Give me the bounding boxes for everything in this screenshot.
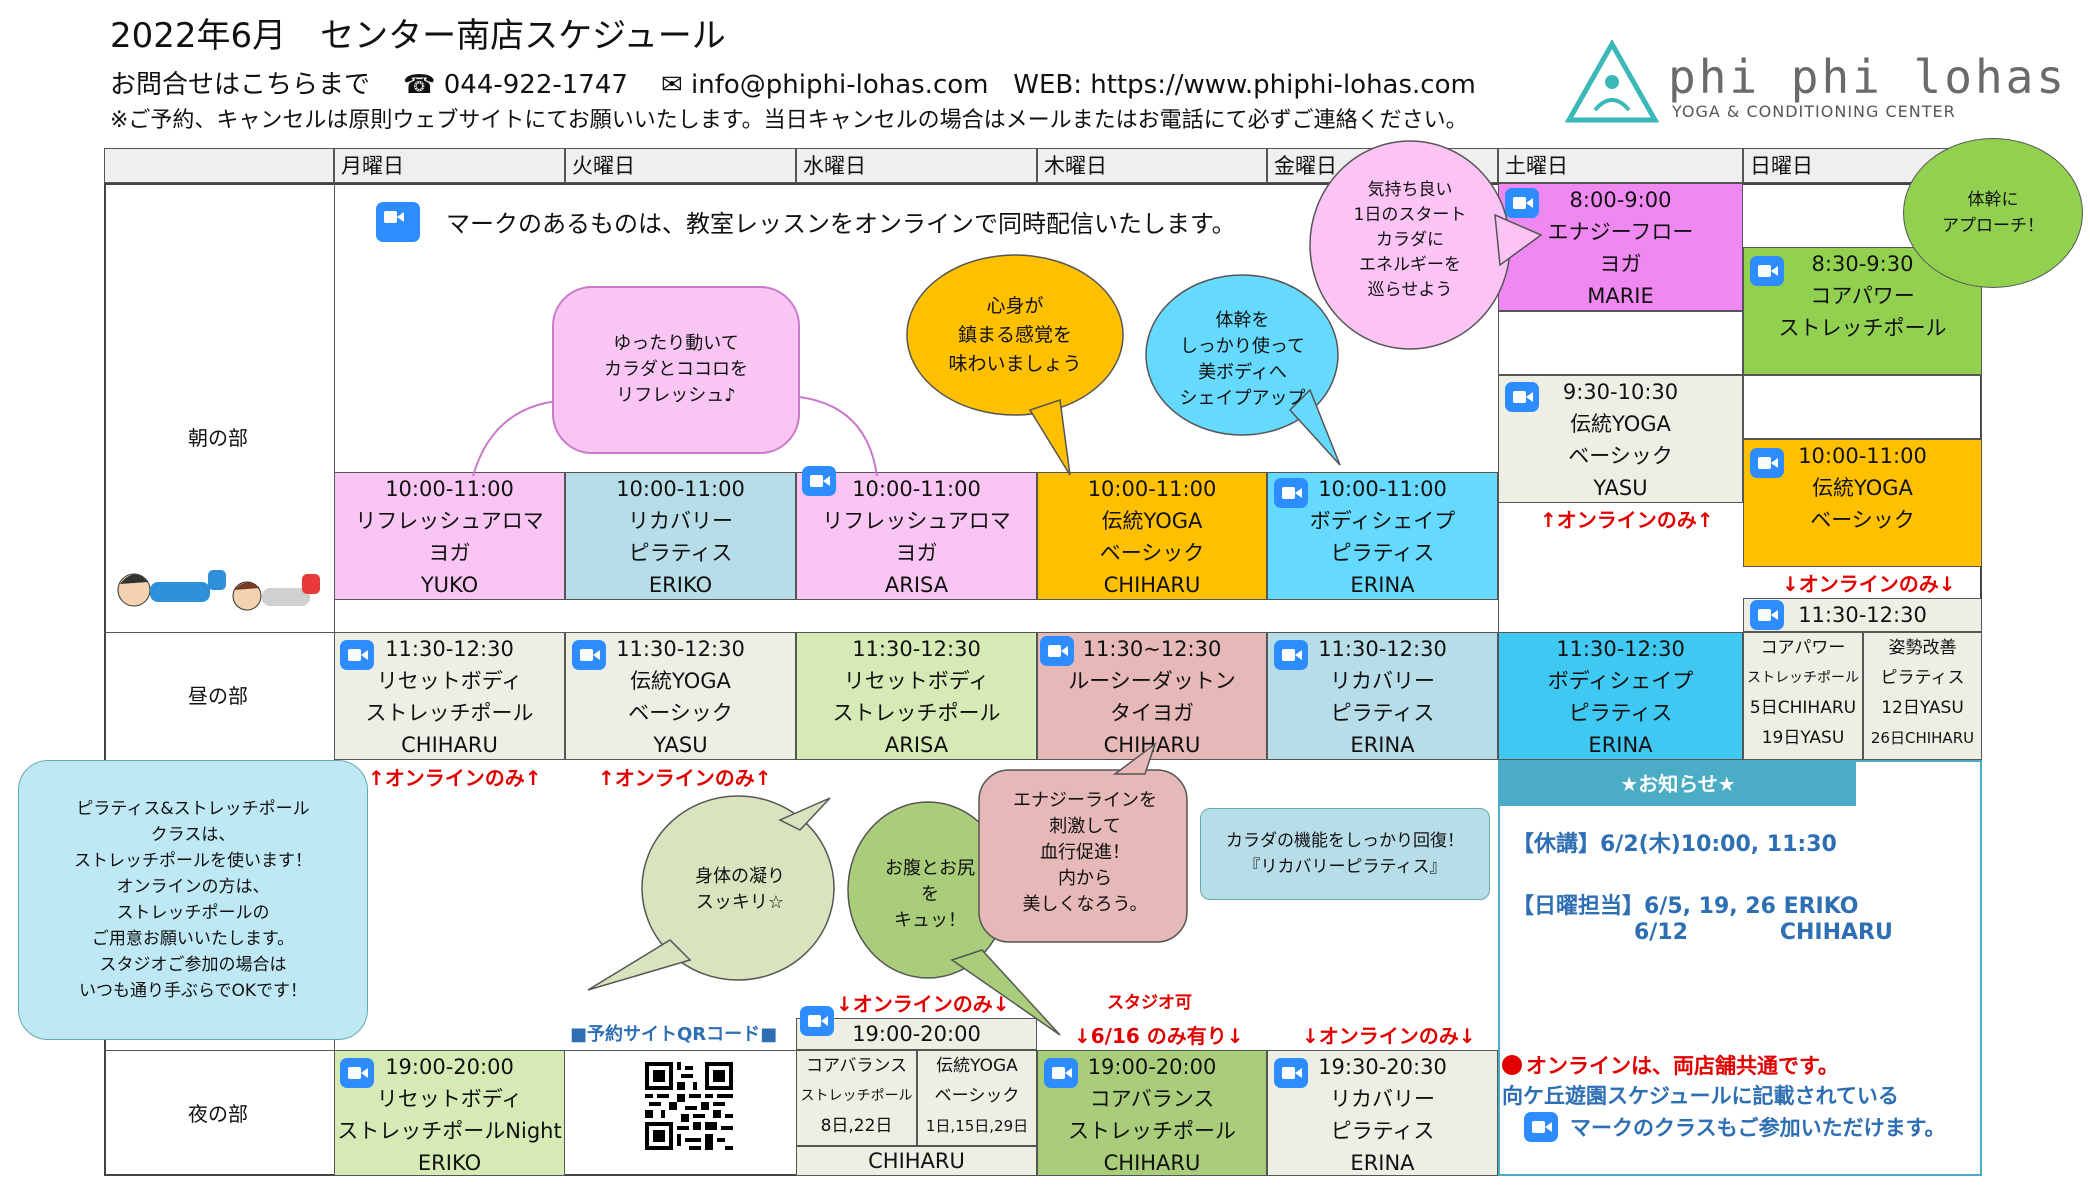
web-link[interactable]: WEB: https://www.phiphi-lohas.com — [1013, 70, 1476, 100]
tue-online-only: ↑オンラインのみ↑ — [598, 766, 772, 790]
video-camera-icon — [1750, 256, 1784, 286]
day-header-mon: 月曜日 — [334, 148, 565, 183]
relaxing-people-illustration — [117, 570, 320, 611]
phone-number[interactable]: ☎ 044-922-1747 — [403, 70, 628, 100]
bubble-core: 体幹にアプローチ！ — [1903, 138, 2083, 288]
red-dot-icon — [1502, 1055, 1522, 1075]
bubble-belly: お腹とお尻をキュッ！ — [885, 858, 975, 931]
class-wed-night-teacher: CHIHARU — [796, 1146, 1037, 1176]
email-link[interactable]: ✉ info@phiphi-lohas.com — [660, 70, 989, 100]
notice-sunday-1: 【日曜担当】6/5, 19, 26 ERIKO — [1512, 894, 1859, 919]
bubble-shape-shape — [1145, 274, 1341, 466]
bubble-recovery: カラダの機能をしっかり回復！『リカバリーピラティス』 — [1200, 808, 1490, 900]
logo-subtitle: YOGA & CONDITIONING CENTER — [1672, 102, 1956, 121]
bubble-refresh: ゆったり動いてカラダとココロをリフレッシュ♪ — [552, 286, 800, 454]
video-camera-icon — [340, 1058, 374, 1088]
notice-sunday-2: 6/12 CHIHARU — [1634, 920, 1893, 945]
qr-code-icon[interactable] — [645, 1062, 733, 1150]
wed-night-online-only: ↓オンラインのみ↓ — [836, 992, 1010, 1016]
video-camera-icon — [1274, 478, 1308, 508]
thu-studio-ok: スタジオ可 — [1107, 993, 1192, 1013]
notice-panel — [1498, 760, 1982, 1176]
video-camera-icon — [340, 640, 374, 670]
video-camera-icon — [376, 202, 420, 242]
logo-name: phi phi lohas — [1668, 50, 2068, 104]
bubble-stretchpole-info: ピラティス&ストレッチポールクラスは、ストレッチポールを使います！オンラインの方… — [18, 760, 368, 1040]
video-camera-icon — [1505, 382, 1539, 412]
notice-shared-2: 向ケ丘遊園スケジュールに記載されている — [1502, 1084, 1899, 1108]
contact-lead: お問合せはこちらまで — [110, 70, 371, 100]
bubble-stiffness-shape — [587, 795, 835, 991]
video-camera-icon — [572, 640, 606, 670]
logo-icon — [1565, 40, 1660, 123]
sun-online-only: ↓オンラインのみ↓ — [1782, 572, 1956, 596]
page-title: 2022年6月 センター南店スケジュール — [110, 16, 726, 56]
bubble-energyline: エナジーラインを刺激して血行促進！内から美しくなろう。 — [1013, 790, 1157, 915]
video-camera-icon — [1505, 188, 1539, 218]
reservation-notice: ※ご予約、キャンセルは原則ウェブサイトにてお願いいたします。当日キャンセルの場合… — [110, 108, 1468, 133]
thu-date-only: ↓6/16 のみ有り↓ — [1074, 1024, 1244, 1048]
bubble-energyline-shape — [978, 741, 1188, 943]
notice-title: ★お知らせ★ — [1500, 762, 1856, 806]
bubble-energy-shape — [1309, 140, 1543, 350]
day-header-wed: 水曜日 — [796, 148, 1037, 183]
video-camera-icon — [802, 466, 836, 496]
notice-shared-1: オンラインは、両店舗共通です。 — [1526, 1054, 1839, 1078]
fri-night-online-only: ↓オンラインのみ↓ — [1302, 1024, 1476, 1048]
header-blank — [104, 148, 334, 183]
video-camera-icon — [1040, 636, 1074, 666]
qr-code-label: ■予約サイトQRコード■ — [570, 1024, 778, 1045]
mon-online-only: ↑オンラインのみ↑ — [368, 766, 542, 790]
period-night: 夜の部 — [188, 1102, 248, 1126]
bubble-calm-shape — [906, 254, 1124, 476]
video-camera-icon — [1750, 448, 1784, 478]
day-header-sat: 土曜日 — [1498, 148, 1743, 183]
online-mark-text: マークのあるものは、教室レッスンをオンラインで同時配信いたします。 — [446, 210, 1236, 238]
notice-closed: 【休講】6/2(木)10:00, 11:30 — [1512, 832, 1837, 857]
bubble-body-shape: 体幹をしっかり使って美ボディへシェイプアップ — [1179, 310, 1306, 409]
period-noon: 昼の部 — [188, 684, 248, 708]
video-camera-icon — [1750, 600, 1784, 630]
day-header-tue: 火曜日 — [565, 148, 796, 183]
sat-online-only: ↑オンラインのみ↑ — [1540, 508, 1714, 532]
contact-line: お問合せはこちらまで ☎ 044-922-1747 ✉ info@phiphi-… — [110, 64, 1476, 101]
bubble-calm: 心身が鎮まる感覚を味わいましょう — [948, 294, 1082, 375]
video-camera-icon — [1274, 640, 1308, 670]
video-camera-icon — [1524, 1112, 1558, 1142]
video-camera-icon — [1044, 1058, 1078, 1088]
notice-shared-3: マークのクラスもご参加いただけます。 — [1570, 1116, 1946, 1140]
period-morning: 朝の部 — [188, 426, 248, 450]
class-wed-night-time[interactable]: 19:00-20:00 — [796, 1018, 1037, 1050]
video-camera-icon — [800, 1006, 834, 1036]
bubble-stiffness: 身体の凝りスッキリ☆ — [695, 866, 785, 913]
bubble-belly-shape — [847, 801, 1061, 1036]
video-camera-icon — [1274, 1058, 1308, 1088]
day-header-thu: 木曜日 — [1037, 148, 1267, 183]
